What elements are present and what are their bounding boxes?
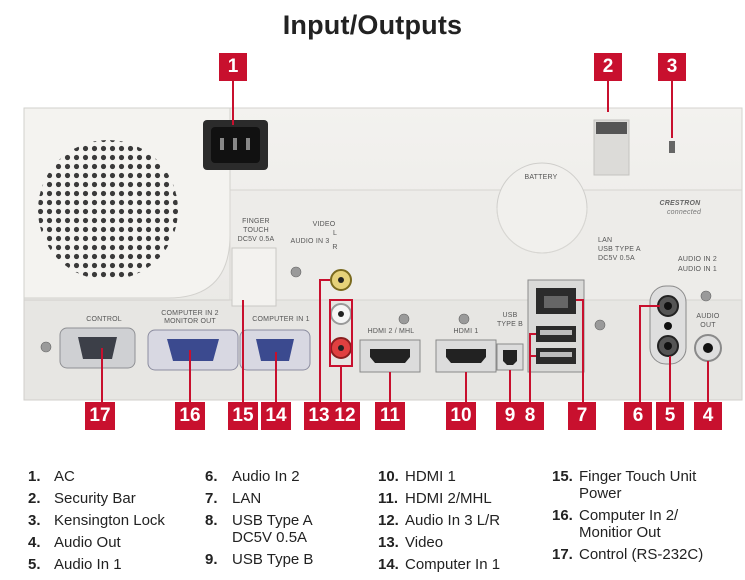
- legend-item: 16.Computer In 2/ Monitior Out: [552, 507, 679, 541]
- legend-column-3: 10.HDMI 1 11.HDMI 2/MHL 12.Audio In 3 L/…: [378, 466, 500, 576]
- label-usb-a-line1: USB TYPE A: [598, 246, 641, 253]
- badge-5: 5: [656, 402, 684, 430]
- label-lan: LAN: [598, 237, 613, 244]
- label-audio-out-line1: AUDIO: [696, 313, 720, 320]
- middle-panel: [229, 189, 743, 301]
- finger-touch-port: [231, 247, 277, 307]
- label-finger-line3: DC5V 0.5A: [237, 236, 275, 243]
- legend-item: 12.Audio In 3 L/R: [378, 512, 501, 529]
- kensington-slot: [669, 141, 675, 153]
- badge-7: 7: [568, 402, 596, 430]
- label-computer-in2-line1: COMPUTER IN 2: [161, 310, 219, 317]
- legend-column-4: 15.Finger Touch Unit Power 16.Computer I…: [552, 466, 703, 566]
- legend-item: 5.Audio In 1: [28, 556, 122, 573]
- badge-15: 15: [228, 402, 258, 430]
- badge-17: 17: [85, 402, 115, 430]
- badge-13: 13: [304, 402, 334, 430]
- label-usb-a-line2: DC5V 0.5A: [598, 255, 635, 262]
- page-title: Input/Outputs: [282, 10, 463, 40]
- badge-1: 1: [219, 53, 247, 81]
- legend-item: 8.USB Type A DC5V 0.5A: [205, 512, 313, 546]
- badge-14: 14: [261, 402, 291, 430]
- legend-item: 11.HDMI 2/MHL: [378, 490, 492, 507]
- label-battery: BATTERY: [524, 174, 558, 181]
- legend-item: 13.Video: [378, 534, 444, 551]
- legend-item: 2.Security Bar: [28, 490, 136, 507]
- projector-panel: CONTROL COMPUTER IN 2 MONITOR OUT COMPUT…: [23, 53, 743, 430]
- badge-8: 8: [516, 402, 544, 430]
- badge-16: 16: [175, 402, 205, 430]
- badge-3: 3: [658, 53, 686, 81]
- label-hdmi1: HDMI 1: [453, 328, 479, 335]
- label-computer-in1: COMPUTER IN 1: [252, 316, 310, 323]
- speaker-grille: [38, 140, 178, 280]
- legend-item: 6.Audio In 2: [205, 468, 300, 485]
- legend: 1.AC 2.Security Bar 3.Kensington Lock 4.…: [0, 466, 745, 580]
- label-finger-line2: TOUCH: [243, 227, 269, 234]
- legend-column-1: 1.AC 2.Security Bar 3.Kensington Lock 4.…: [28, 466, 165, 576]
- legend-item: 3.Kensington Lock: [28, 512, 165, 529]
- crestron-logo-line1: CRESTRON: [659, 200, 701, 207]
- legend-item: 15.Finger Touch Unit Power: [552, 468, 697, 502]
- label-audio-out-line2: OUT: [700, 322, 716, 329]
- panel-drawing: [23, 80, 743, 402]
- legend-item: 10.HDMI 1: [378, 468, 456, 485]
- crestron-logo-line2: connected: [666, 209, 702, 216]
- label-usb-b-line2: TYPE B: [496, 321, 524, 328]
- legend-item: 7.LAN: [205, 490, 262, 507]
- badge-6: 6: [624, 402, 652, 430]
- badge-2: 2: [594, 53, 622, 81]
- label-computer-in2-line2: MONITOR OUT: [164, 318, 216, 325]
- label-audio-in1: AUDIO IN 1: [678, 266, 717, 273]
- label-l: L: [332, 230, 338, 237]
- label-video: VIDEO: [312, 221, 336, 228]
- legend-item: 1.AC: [28, 468, 75, 485]
- legend-column-2: 6.Audio In 2 7.LAN 8.USB Type A DC5V 0.5…: [205, 466, 313, 571]
- legend-item: 4.Audio Out: [28, 534, 121, 551]
- label-finger-line1: FINGER: [242, 218, 270, 225]
- label-r: R: [332, 244, 338, 251]
- legend-item: 9.USB Type B: [205, 551, 314, 568]
- label-audio-in3: AUDIO IN 3: [290, 238, 330, 245]
- badge-4: 4: [694, 402, 722, 430]
- label-control: CONTROL: [86, 316, 122, 323]
- badge-11: 11: [375, 402, 405, 430]
- badge-12: 12: [330, 402, 360, 430]
- legend-item: 17.Control (RS-232C): [552, 546, 704, 563]
- label-usb-b-line1: USB: [502, 312, 518, 319]
- label-audio-in2: AUDIO IN 2: [678, 256, 717, 263]
- label-hdmi2: HDMI 2 / MHL: [367, 328, 415, 335]
- legend-item: 14.Computer In 1: [378, 556, 501, 573]
- badge-10: 10: [446, 402, 476, 430]
